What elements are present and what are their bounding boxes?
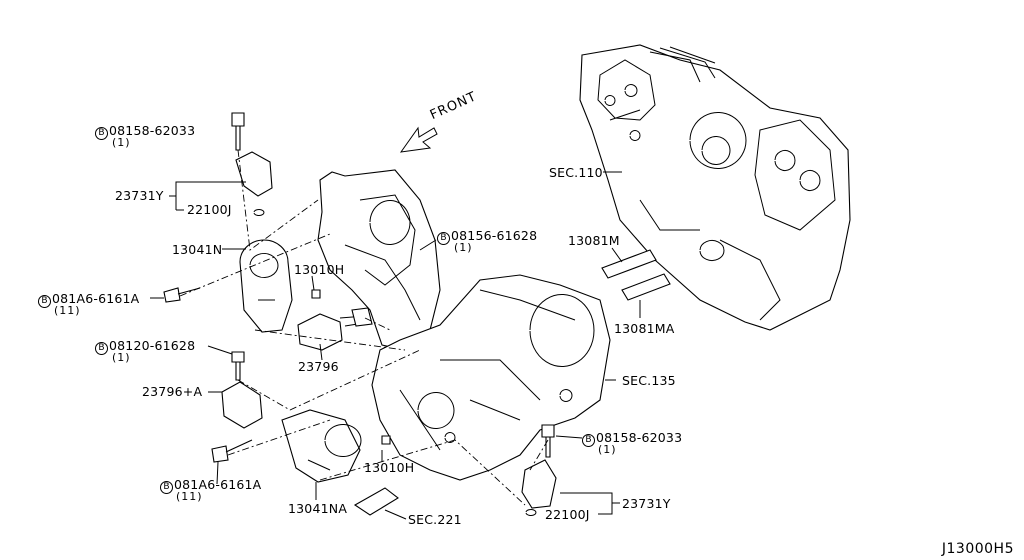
drawing-code: J13000H5: [941, 541, 1014, 557]
studs: [601, 249, 671, 301]
callout-oring-bottom: 22100J: [545, 507, 590, 522]
assembly-lines: [179, 149, 549, 506]
callout-sensor-top: 23731Y: [115, 188, 164, 203]
callout-cover-lower: 13041NA: [288, 501, 348, 516]
quantity: (1): [112, 136, 131, 149]
cam-position-cover-lower: [281, 409, 362, 483]
callout-stud-lower: 13081MA: [614, 321, 675, 336]
leader-lines: [150, 171, 641, 520]
part-number: 081A6-6161A: [52, 291, 140, 306]
part-number: 08156-61628: [451, 228, 538, 243]
part-number: 08120-61628: [109, 338, 196, 353]
bolts: [163, 112, 555, 463]
callout-sec135: SEC.135: [622, 373, 676, 388]
quantity: (1): [598, 443, 617, 456]
callout-oring-top: 22100J: [187, 202, 232, 217]
part-number: 08158-62033: [109, 123, 196, 138]
quantity: (1): [112, 351, 131, 364]
bolt-symbol-icon: B: [95, 342, 108, 355]
camshaft-position-sensor-upper: [235, 151, 273, 216]
callout-sec110: SEC.110: [549, 165, 603, 180]
bolt-symbol-icon: B: [582, 434, 595, 447]
callout-valve-lower: 23796+A: [142, 384, 203, 399]
callout-sec221: SEC.221: [408, 512, 462, 527]
part-number: 081A6-6161A: [174, 477, 262, 492]
callout-cover-top: 13041N: [172, 242, 223, 257]
callout-sensor-bottom: 23731Y: [622, 496, 671, 511]
bolt-symbol-icon: B: [38, 295, 51, 308]
quantity: (1): [454, 241, 473, 254]
cylinder-block: [579, 44, 851, 331]
valve-timing-solenoid-lower: [221, 381, 263, 429]
front-direction-arrow: [399, 126, 438, 153]
quantity: (11): [54, 304, 81, 317]
quantity: (11): [176, 490, 203, 503]
callout-valve-upper: 23796: [298, 359, 339, 374]
lower-front-cover: [371, 274, 611, 481]
callout-plug-upper: 13010H: [294, 262, 345, 277]
bolt-symbol-icon: B: [437, 232, 450, 245]
part-number: 08158-62033: [596, 430, 683, 445]
callout-plug-lower: 13010H: [364, 460, 415, 475]
bolt-symbol-icon: B: [95, 127, 108, 140]
plugs-and-sec221-part: [311, 289, 399, 516]
bolt-symbol-icon: B: [160, 481, 173, 494]
cam-position-cover-upper: [239, 239, 293, 333]
camshaft-position-sensor-lower: [521, 459, 557, 516]
callout-stud-upper: 13081M: [568, 233, 620, 248]
